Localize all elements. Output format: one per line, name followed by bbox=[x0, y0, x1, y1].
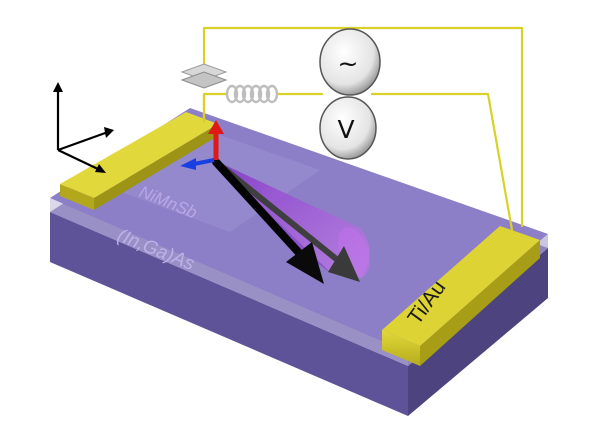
inductor-icon bbox=[225, 84, 279, 104]
y-axis-blue-arrow bbox=[180, 158, 215, 170]
voltmeter-icon: V bbox=[319, 96, 377, 160]
magnetization-current-arrow bbox=[212, 158, 324, 284]
magnetization-prev-arrow bbox=[213, 159, 360, 282]
left-contact-pad bbox=[60, 112, 218, 210]
voltmeter-symbol: V bbox=[337, 115, 354, 144]
coordinate-axes-icon bbox=[53, 82, 114, 173]
capacitor-icon bbox=[180, 63, 228, 89]
circuit-wires bbox=[202, 26, 524, 232]
ac-source-symbol: ~ bbox=[338, 49, 359, 78]
ac-source-icon: ~ bbox=[319, 28, 381, 96]
right-contact-pad bbox=[382, 226, 540, 366]
z-axis-red-arrow bbox=[208, 120, 224, 160]
